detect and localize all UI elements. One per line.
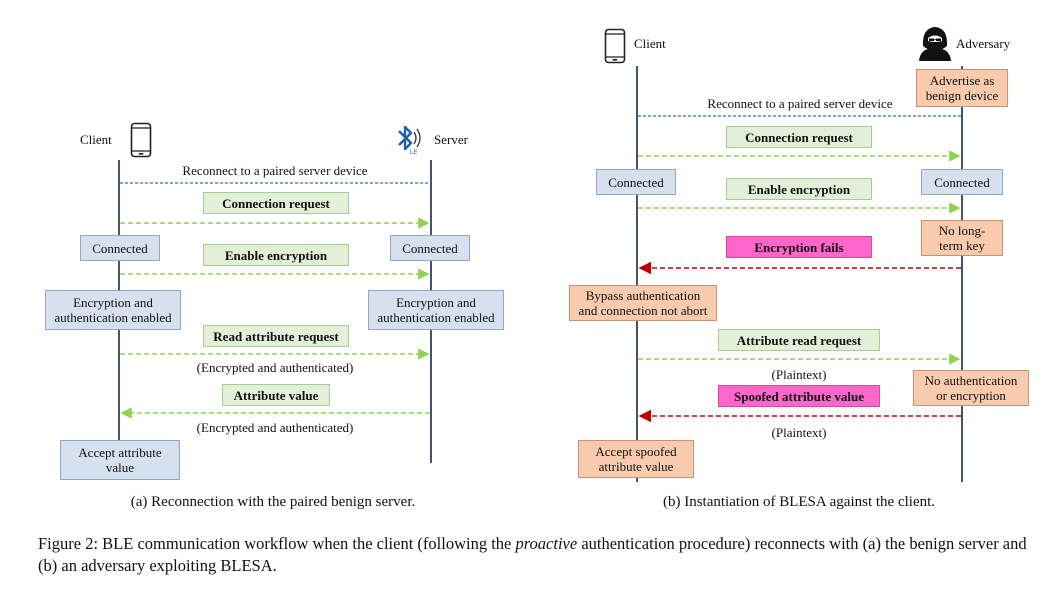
plaintext-note-1-b: (Plaintext) [771, 367, 827, 382]
plaintext-note-2-b: (Plaintext) [771, 425, 827, 440]
no-auth-box-b: No authentication or encryption [913, 370, 1029, 406]
figure-caption: Figure 2: BLE communication workflow whe… [38, 533, 1038, 577]
connected-adversary-b: Connected [921, 169, 1003, 195]
encrypted-note-2-a: (Encrypted and authenticated) [196, 420, 354, 435]
spoofed-attribute-value-label-b: Spoofed attribute value [718, 385, 880, 407]
reconnect-label-b: Reconnect to a paired server device [707, 96, 893, 111]
encrypted-note-1-a: (Encrypted and authenticated) [196, 360, 354, 375]
phone-icon [130, 122, 152, 158]
connected-client-a: Connected [80, 235, 160, 261]
caption-b: (b) Instantiation of BLESA against the c… [662, 494, 936, 510]
enc-auth-client-a: Encryption and authentication enabled [45, 290, 181, 330]
connected-client-b: Connected [596, 169, 676, 195]
adversary-label-b: Adversary [956, 36, 1011, 51]
reconnect-label-a: Reconnect to a paired server device [182, 163, 368, 178]
advertise-box-b: Advertise as benign device [916, 69, 1008, 107]
enable-encryption-label-a: Enable encryption [203, 244, 349, 266]
client-b-lifeline [636, 66, 638, 482]
bluetooth-le-icon: LE [398, 125, 421, 156]
bypass-box-b: Bypass authentication and connection not… [569, 285, 717, 321]
figure-caption-suffix: authentication procedure) reconnects wit… [38, 534, 1027, 575]
server-label-a: Server [434, 132, 468, 147]
accept-spoofed-box-b: Accept spoofed attribute value [578, 440, 694, 478]
connected-server-a: Connected [390, 235, 470, 261]
no-long-term-key-box-b: No long- term key [921, 220, 1003, 256]
enc-auth-server-a: Encryption and authentication enabled [368, 290, 504, 330]
client-label-a: Client [80, 132, 112, 147]
accept-attribute-a: Accept attribute value [60, 440, 180, 480]
figure-caption-emphasis: proactive [515, 534, 578, 553]
hacker-icon [919, 27, 951, 61]
encryption-fails-label-b: Encryption fails [726, 236, 872, 258]
caption-a: (a) Reconnection with the paired benign … [130, 494, 416, 510]
connection-request-label-a: Connection request [203, 192, 349, 214]
phone-icon [604, 28, 626, 64]
svg-text:LE: LE [410, 150, 417, 156]
figure-caption-prefix: Figure 2: BLE communication workflow whe… [38, 534, 516, 553]
adversary-b-lifeline [961, 66, 963, 482]
attribute-value-label-a: Attribute value [222, 384, 330, 406]
read-attribute-request-label-a: Read attribute request [203, 325, 349, 347]
attribute-read-request-label-b: Attribute read request [718, 329, 880, 351]
connection-request-label-b: Connection request [726, 126, 872, 148]
enable-encryption-label-b: Enable encryption [726, 178, 872, 200]
client-label-b: Client [634, 36, 666, 51]
